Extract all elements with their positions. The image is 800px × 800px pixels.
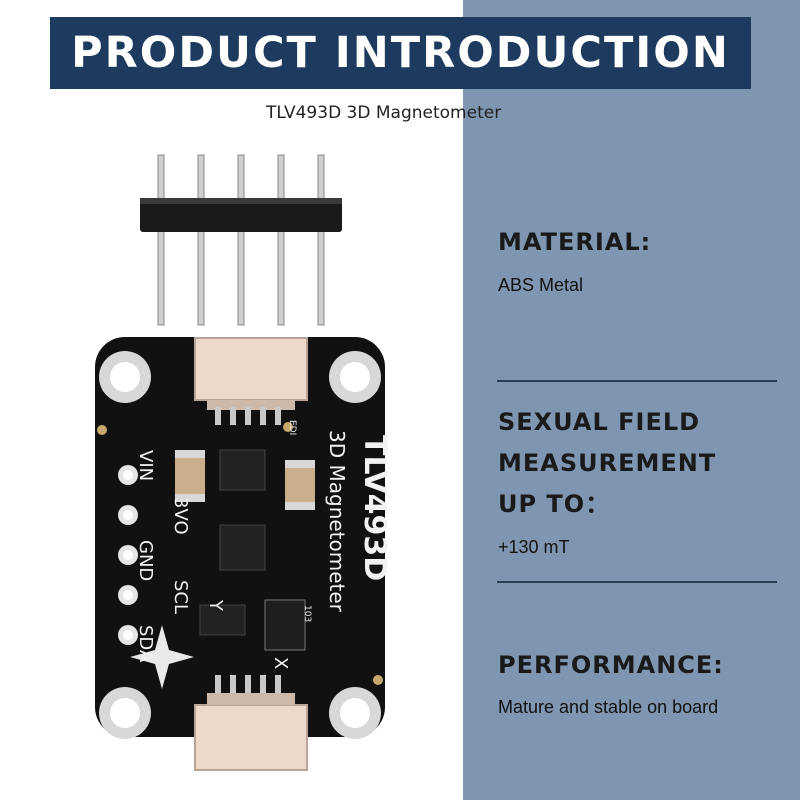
- performance-value: Mature and stable on board: [498, 697, 719, 717]
- material-heading-line: MATERIAL:: [498, 228, 652, 256]
- pin-holes: [118, 465, 138, 645]
- components: [97, 422, 383, 685]
- field-heading: SEXUAL FIELD MEASUREMENT UP TO：: [498, 402, 716, 525]
- pin-label-vin: VIN: [135, 450, 156, 481]
- right-panel: [463, 0, 800, 800]
- divider: [497, 581, 777, 583]
- pin-label-sda: SDA: [135, 625, 156, 663]
- axis-label-x: X: [270, 657, 291, 669]
- banner-title: PRODUCT INTRODUCTION: [71, 28, 730, 78]
- chip-mark: 103: [302, 605, 312, 622]
- connector-mark: EDI: [287, 420, 297, 435]
- axis-label-y: Y: [205, 599, 226, 612]
- bottom-connector: [194, 675, 308, 771]
- magnetometer-board-illustration: TLV493D 3D Magnetometer VIN 3VO GND SCL …: [95, 154, 392, 771]
- product-subtitle: TLV493D 3D Magnetometer: [266, 103, 502, 123]
- field-value: +130 mT: [498, 537, 570, 557]
- field-heading-line-2: MEASUREMENT: [498, 449, 717, 477]
- pin-header: [140, 154, 342, 326]
- divider: [497, 380, 777, 382]
- pin-label-3vo: 3VO: [170, 497, 191, 535]
- pin-label-gnd: GND: [135, 540, 156, 581]
- silk-title: TLV493D: [357, 435, 392, 581]
- title-banner: PRODUCT INTRODUCTION: [50, 17, 751, 89]
- performance-heading-line: PERFORMANCE:: [498, 651, 724, 679]
- field-heading-line-3: UP TO：: [498, 490, 611, 518]
- field-heading-line-1: SEXUAL FIELD: [498, 408, 701, 436]
- mounting-holes: [99, 351, 381, 739]
- silk-subtitle: 3D Magnetometer: [325, 430, 349, 613]
- material-heading: MATERIAL:: [498, 222, 651, 263]
- material-value: ABS Metal: [498, 275, 584, 295]
- product-image: TLV493D 3D Magnetometer VIN 3VO GND SCL …: [80, 145, 400, 785]
- compass-star-icon: [130, 625, 194, 689]
- silk-labels: TLV493D 3D Magnetometer VIN 3VO GND SCL …: [135, 420, 392, 669]
- pin-label-scl: SCL: [170, 580, 191, 614]
- performance-heading: PERFORMANCE:: [498, 645, 724, 686]
- top-connector: [194, 337, 308, 425]
